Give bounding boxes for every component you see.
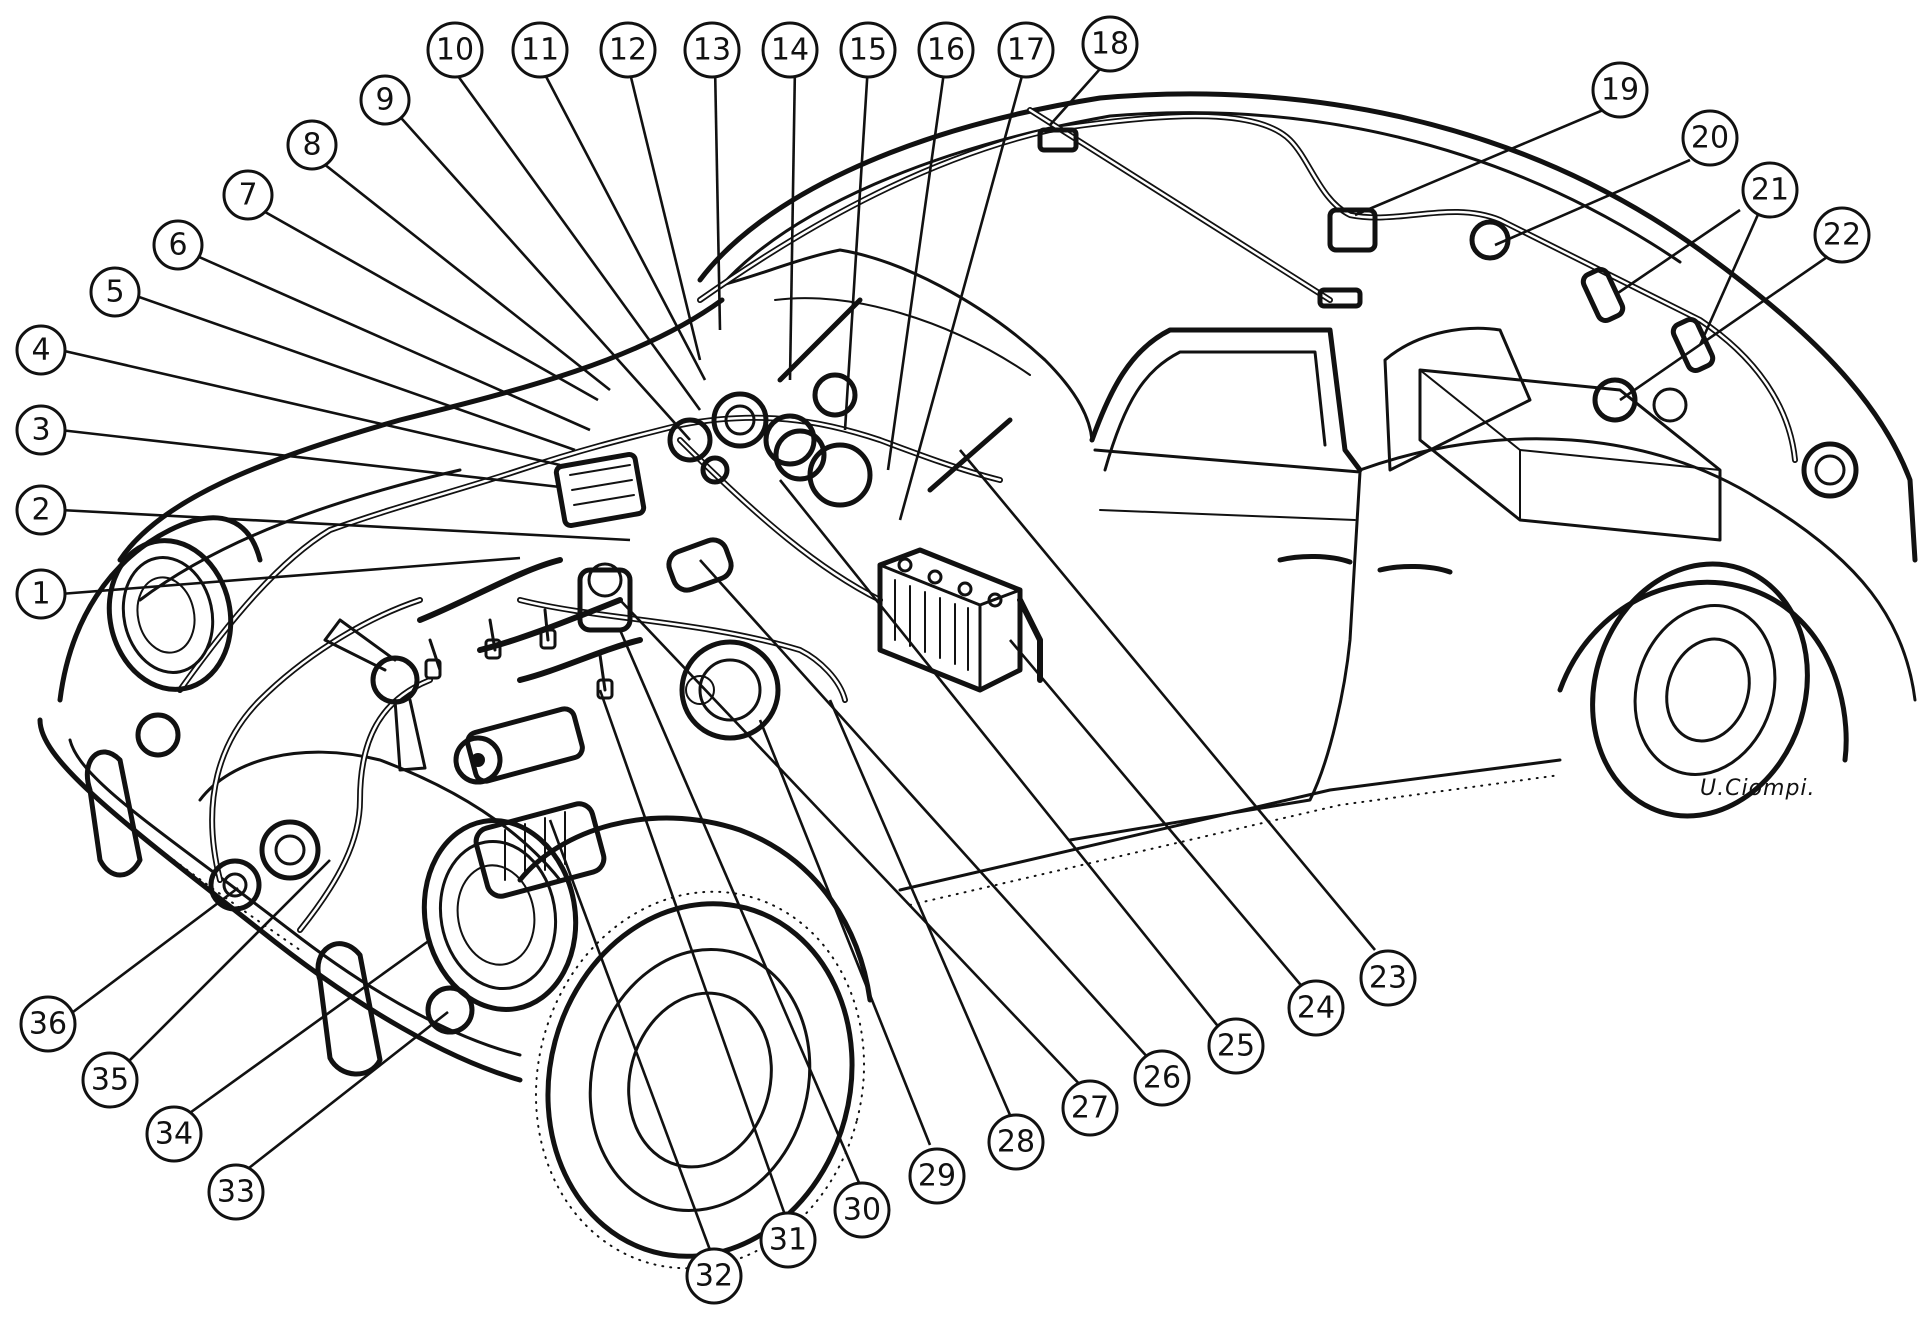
svg-text:35: 35 [91,1063,129,1098]
callout-7: 7 [222,169,274,221]
callout-31: 31 [759,1211,817,1269]
callout-34: 34 [145,1105,203,1163]
callout-29: 29 [908,1147,966,1205]
callout-23: 23 [1359,949,1417,1007]
callout-13: 13 [683,21,741,79]
callout-21: 21 [1741,161,1799,219]
callout-6: 6 [152,219,204,271]
svg-text:27: 27 [1071,1091,1109,1126]
fuse-box [553,451,647,529]
callout-1: 1 [15,568,67,620]
svg-text:10: 10 [436,33,474,68]
callout-8: 8 [286,119,338,171]
wiring-harness [177,107,1798,933]
starter-motor [453,706,585,785]
battery [877,547,1023,693]
svg-text:11: 11 [521,33,559,68]
radiator-fan [323,618,427,772]
artist-signature: U.Ciompi. [1700,776,1816,801]
callout-4: 4 [15,324,67,376]
svg-text:31: 31 [769,1223,807,1258]
svg-text:20: 20 [1691,121,1729,156]
svg-text:4: 4 [31,333,50,368]
callout-30: 30 [833,1181,891,1239]
svg-text:36: 36 [29,1007,67,1042]
callout-17: 17 [997,21,1055,79]
svg-text:1: 1 [31,577,50,612]
callout-35: 35 [81,1051,139,1109]
dome-light [1037,127,1079,153]
svg-text:2: 2 [31,493,50,528]
callouts: 1 2 3 4 5 6 7 8 9 10 11 12 13 14 15 16 1… [15,15,1871,1305]
svg-text:25: 25 [1217,1029,1255,1064]
callout-26: 26 [1133,1049,1191,1107]
headlamp-right [421,818,579,1012]
svg-text:13: 13 [693,33,731,68]
svg-text:29: 29 [918,1159,956,1194]
svg-text:23: 23 [1369,961,1407,996]
svg-text:24: 24 [1297,991,1335,1026]
callout-2: 2 [15,484,67,536]
spark-plugs [424,608,614,700]
svg-text:32: 32 [695,1259,733,1294]
svg-text:17: 17 [1007,33,1045,68]
callout-11: 11 [511,21,569,79]
svg-text:19: 19 [1601,73,1639,108]
callout-20: 20 [1681,109,1739,167]
door-switch [1317,287,1363,309]
callout-18: 18 [1081,15,1139,73]
callout-32: 32 [685,1247,743,1305]
generator [473,801,607,899]
callout-9: 9 [359,74,411,126]
svg-text:12: 12 [609,33,647,68]
svg-text:7: 7 [238,178,257,213]
svg-text:6: 6 [168,228,187,263]
wiper-motor [773,297,1013,508]
svg-text:28: 28 [997,1125,1035,1160]
headlamp-left [106,538,234,692]
svg-text:33: 33 [217,1175,255,1210]
callout-10: 10 [426,21,484,79]
rear-connector [1327,207,1378,253]
svg-text:5: 5 [105,275,124,310]
svg-text:8: 8 [302,128,321,163]
callout-12: 12 [599,21,657,79]
svg-text:9: 9 [375,83,394,118]
callout-3: 3 [15,404,67,456]
callout-24: 24 [1287,979,1345,1037]
svg-text:22: 22 [1823,218,1861,253]
dynamo [679,639,781,741]
callout-14: 14 [761,21,819,79]
distributor [577,562,633,633]
callout-27: 27 [1061,1079,1119,1137]
callout-25: 25 [1207,1017,1265,1075]
svg-text:14: 14 [771,33,809,68]
callout-15: 15 [839,21,897,79]
callout-16: 16 [917,21,975,79]
ignition-coil [666,537,734,593]
svg-text:18: 18 [1091,27,1129,62]
svg-text:30: 30 [843,1193,881,1228]
callout-22: 22 [1813,206,1871,264]
svg-text:34: 34 [155,1117,193,1152]
svg-text:3: 3 [31,413,50,448]
callout-36: 36 [19,995,77,1053]
dashboard-gauges [667,372,858,485]
callout-28: 28 [987,1113,1045,1171]
svg-text:21: 21 [1751,173,1789,208]
components [106,127,1859,1035]
callout-5: 5 [89,266,141,318]
svg-text:16: 16 [927,33,965,68]
callout-33: 33 [207,1163,265,1221]
svg-text:26: 26 [1143,1061,1181,1096]
callout-19: 19 [1591,61,1649,119]
car-body [37,91,1918,1270]
leader-lines [59,59,1831,1251]
svg-text:15: 15 [849,33,887,68]
